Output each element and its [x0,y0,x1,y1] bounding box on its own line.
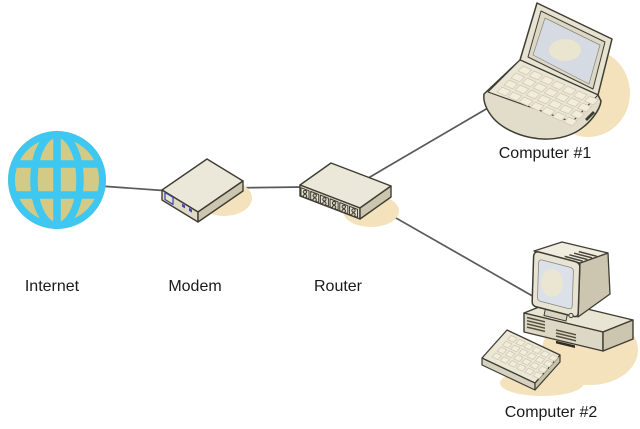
router-node: Router [299,162,399,295]
router-icon [299,162,392,220]
modem-label: Modem [168,278,221,295]
modem-led-dots [182,203,192,213]
desktop-computer-icon [481,241,634,391]
modem-node: Modem [161,158,252,295]
desktop-keyboard-keys [491,335,559,380]
desktop-case-side [602,319,634,352]
floppy-slot [556,340,575,348]
globe-gridlines [11,134,103,226]
modem-port [164,191,174,205]
monitor-screen-glow [541,269,563,297]
laptop-screen-glow [549,39,581,61]
case-vent-right [555,329,577,342]
laptop-side-slot [585,111,595,121]
case-vent-left [526,316,546,333]
router-label: Router [314,278,363,295]
computer1-node: Computer #1 [483,2,630,162]
monitor-power-button [568,312,574,319]
router-port-holes [302,189,356,217]
globe-icon [8,131,106,229]
edge-internet-modem [99,185,171,192]
laptop-keyboard-keys [496,65,599,127]
globe-ring [8,131,106,229]
laptop-icon [483,2,613,140]
computer2-label: Computer #2 [505,404,598,421]
internet-label: Internet [25,278,80,295]
edge-router-computer2 [374,205,537,299]
computer1-label: Computer #1 [499,145,592,162]
modem-icon [161,158,244,223]
computer2-node: Computer #2 [481,241,638,421]
edge-router-computer1 [357,104,494,185]
internet-node: Internet [8,131,106,295]
